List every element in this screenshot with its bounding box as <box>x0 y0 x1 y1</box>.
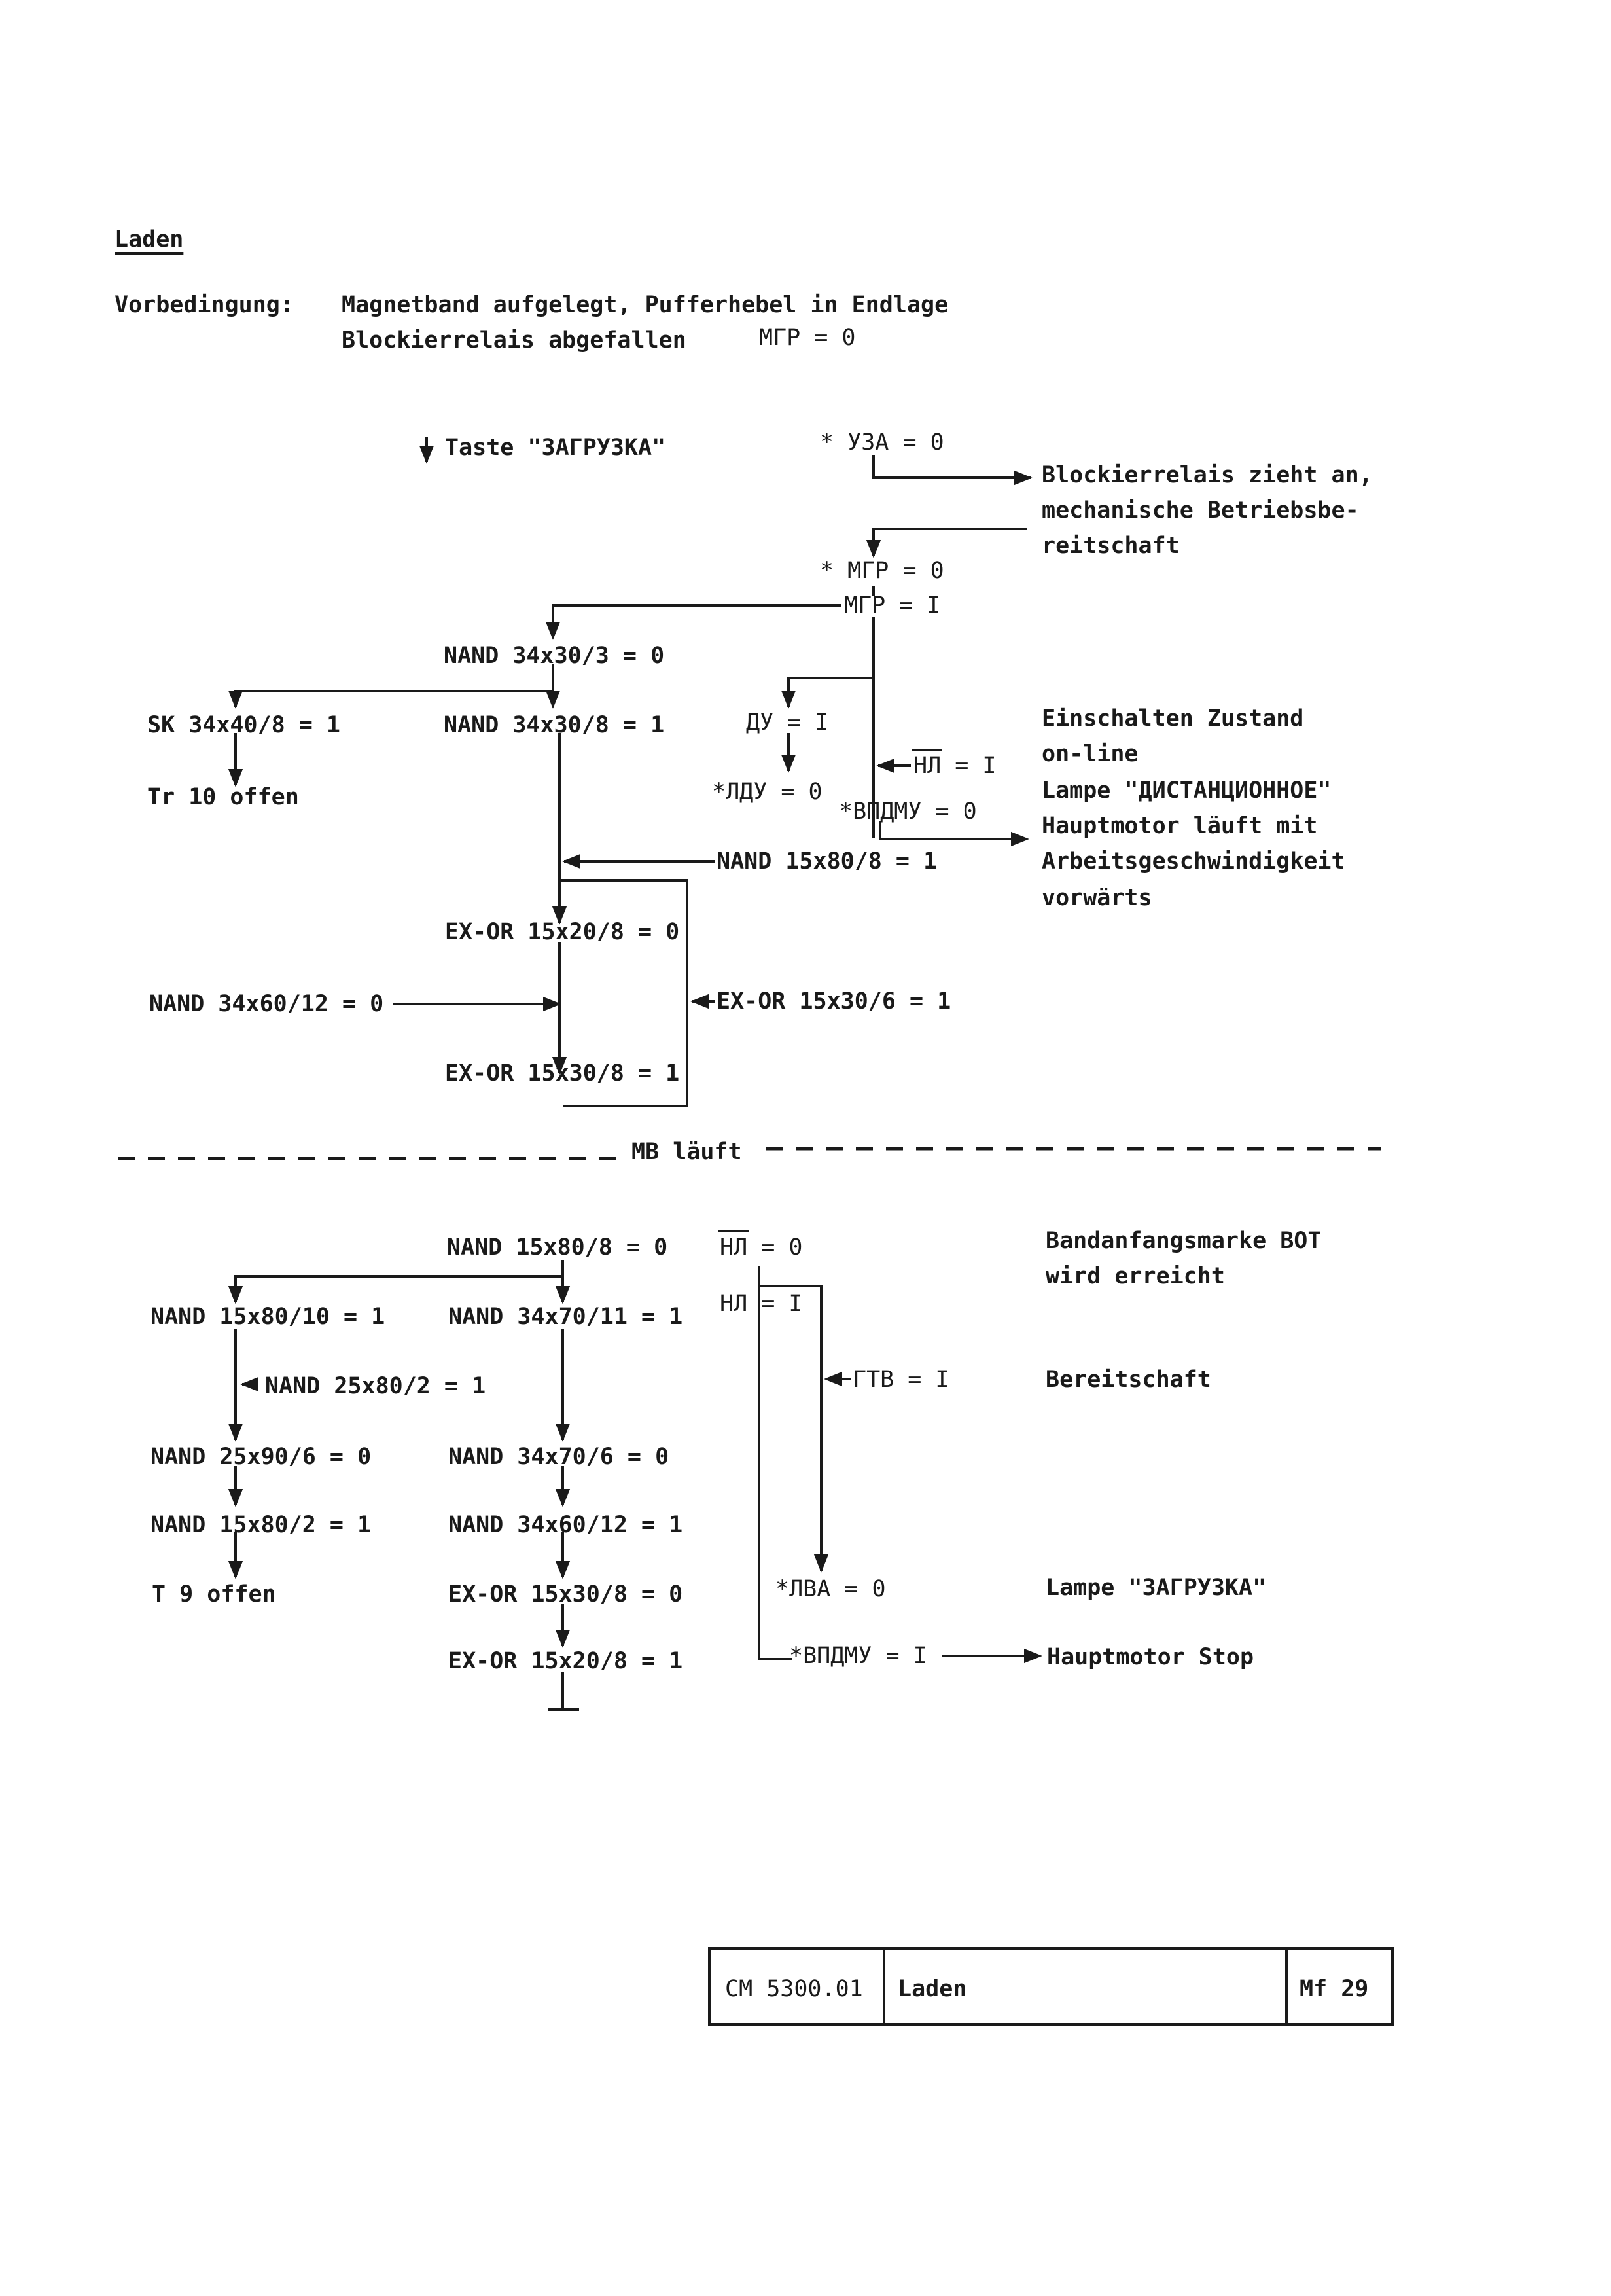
footer-section: Laden <box>898 1976 967 2002</box>
lva-text: ЛВА = 0 <box>789 1576 886 1602</box>
exor-15x30-8-one: EX-OR 15x30/8 = 1 <box>445 1060 680 1086</box>
nand-34x60-12-zero: NAND 34x60/12 = 0 <box>149 991 384 1017</box>
note-blockier-3: reitschaft <box>1042 533 1180 559</box>
note-bereitschaft: Bereitschaft <box>1046 1367 1211 1393</box>
exor-15x20-8-zero: EX-OR 15x20/8 = 0 <box>445 919 680 945</box>
sk-34x40-8: SK 34x40/8 = 1 <box>147 712 341 738</box>
nl-bar-one-value: = I <box>941 753 997 779</box>
nand-25x90-6: NAND 25x90/6 = 0 <box>150 1444 372 1470</box>
footer-table: CM 5300.01 Laden Mf 29 <box>708 1947 1394 2026</box>
nand-25x80-2: NAND 25x80/2 = 1 <box>265 1373 486 1399</box>
precondition-line-2: Blockierrelais abgefallen <box>342 327 686 353</box>
note-lampe-zagruzka: Lampe "ЗАГРУЗКА" <box>1046 1575 1267 1601</box>
note-einsch-3: Lampe "ДИСТАНЦИОННОЕ" <box>1042 778 1332 804</box>
note-hauptmotor-stop: Hauptmotor Stop <box>1047 1644 1254 1670</box>
precondition-result: МГР = 0 <box>759 325 856 351</box>
note-bot-2: wird erreicht <box>1046 1263 1225 1289</box>
nand-34x30-3: NAND 34x30/3 = 0 <box>444 643 665 669</box>
footer-doc-number: CM 5300.01 <box>725 1976 863 2002</box>
nand-15x80-8-one: NAND 15x80/8 = 1 <box>717 848 938 874</box>
note-blockier-2: mechanische Betriebsbe- <box>1042 497 1359 524</box>
note-einsch-2: on-line <box>1042 741 1139 767</box>
vpdmu-zero: *ВПДМУ = 0 <box>839 798 977 825</box>
nl-bar-zero-value: = 0 <box>747 1234 803 1261</box>
mgr-one: МГР = I <box>844 592 941 619</box>
t9-offen: T 9 offen <box>152 1581 276 1607</box>
exor-15x20-8-one: EX-OR 15x20/8 = 1 <box>448 1648 683 1674</box>
nand-34x30-8: NAND 34x30/8 = 1 <box>444 712 665 738</box>
nl-one: НЛ = I <box>720 1291 803 1317</box>
mgr-zero-text: МГР = 0 <box>847 558 944 584</box>
precondition-label: Vorbedingung: <box>115 292 294 318</box>
exor-15x30-8-zero: EX-OR 15x30/8 = 0 <box>448 1581 683 1607</box>
gtv-signal: ГТВ = I <box>853 1367 949 1393</box>
du-signal: ДУ = I <box>746 709 829 736</box>
note-blockier-1: Blockierrelais zieht an, <box>1042 462 1373 488</box>
footer-page-ref: Mf 29 <box>1300 1976 1369 2002</box>
nl-bar-one-name: НЛ <box>913 753 942 779</box>
page-title: Laden <box>115 226 184 253</box>
note-einsch-1: Einschalten Zustand <box>1042 706 1304 732</box>
lva-signal: *ЛВА = 0 <box>775 1576 886 1602</box>
vpdmu-one-text: ВПДМУ = I <box>803 1643 927 1669</box>
uza-text: УЗА = 0 <box>847 429 944 456</box>
nand-15x80-10: NAND 15x80/10 = 1 <box>150 1304 385 1330</box>
vpdmu-one: *ВПДМУ = I <box>789 1643 927 1669</box>
mgr-zero: * МГР = 0 <box>820 558 944 584</box>
note-einsch-5: Arbeitsgeschwindigkeit <box>1042 848 1345 874</box>
precondition-line-1: Magnetband aufgelegt, Pufferhebel in End… <box>342 292 949 318</box>
note-einsch-4: Hauptmotor läuft mit <box>1042 813 1318 839</box>
tr10-offen: Tr 10 offen <box>147 784 299 810</box>
taste-zagruzka: Taste "ЗАГРУЗКА" <box>445 435 666 461</box>
nand-34x70-6: NAND 34x70/6 = 0 <box>448 1444 669 1470</box>
nand-34x70-11: NAND 34x70/11 = 1 <box>448 1304 683 1330</box>
footer-divider-2 <box>1285 1950 1288 2023</box>
separator-label: MB läuft <box>631 1139 742 1165</box>
vpdmu-zero-text: ВПДМУ = 0 <box>853 798 977 825</box>
uza-signal: * УЗА = 0 <box>820 429 944 456</box>
note-bot-1: Bandanfangsmarke BOT <box>1046 1228 1322 1254</box>
nl-bar-one: НЛ = I <box>913 753 996 779</box>
nand-15x80-2: NAND 15x80/2 = 1 <box>150 1512 372 1538</box>
nand-15x80-8-zero: NAND 15x80/8 = 0 <box>447 1234 668 1261</box>
exor-15x30-6-one: EX-OR 15x30/6 = 1 <box>717 988 951 1014</box>
nl-bar-zero-name: НЛ <box>720 1234 748 1261</box>
nl-bar-zero: НЛ = 0 <box>720 1234 802 1261</box>
footer-divider-1 <box>883 1950 885 2023</box>
ldu-signal: *ЛДУ = 0 <box>712 779 823 805</box>
nand-34x60-12-one: NAND 34x60/12 = 1 <box>448 1512 683 1538</box>
note-einsch-6: vorwärts <box>1042 885 1152 911</box>
ldu-text: ЛДУ = 0 <box>726 779 823 805</box>
